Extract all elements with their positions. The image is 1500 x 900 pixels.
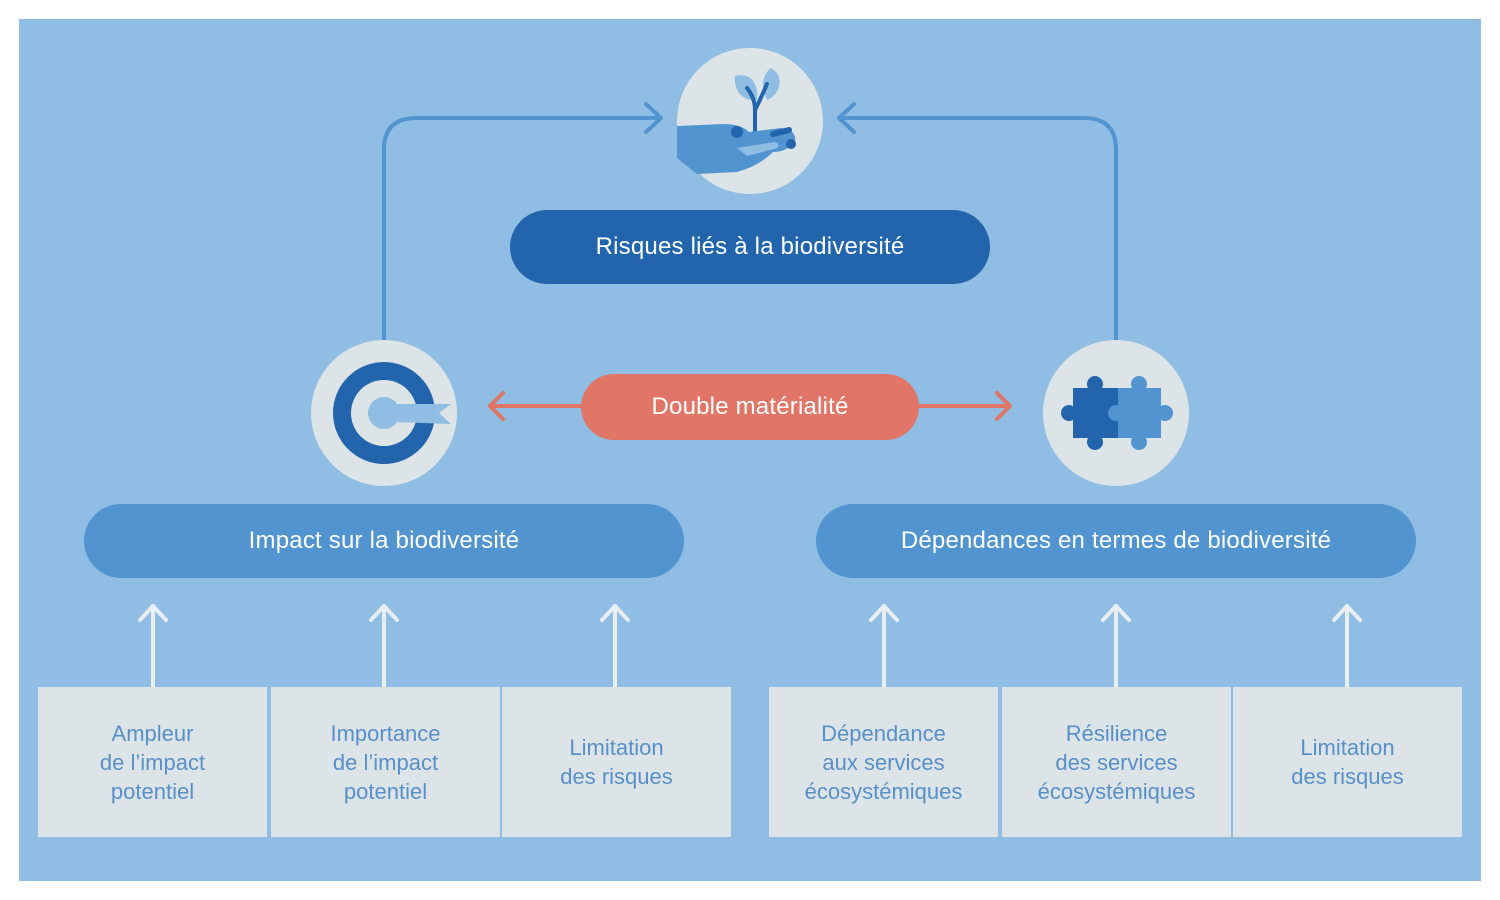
- box-label: Importance de l’impact potentiel: [330, 720, 441, 804]
- box-label: Limitation des risques: [1291, 735, 1404, 789]
- biodiversity-dependencies-label: Dépendances en termes de biodiversité: [900, 527, 1332, 554]
- box-label: Ampleur de l’impact potentiel: [99, 720, 206, 804]
- double-arrow-right-head: [995, 391, 1012, 421]
- box-ecosystem-resilience: Résilience des services écosystémiques: [1002, 687, 1231, 837]
- up-arrow-right-2: [1101, 604, 1131, 689]
- up-arrow-right-1: [869, 604, 899, 689]
- right-to-top-connector: [838, 116, 1118, 347]
- box-ecosystem-dependency: Dépendance aux services écosystémiques: [769, 687, 998, 837]
- box-dependency-risk-mitigation: Limitation des risques: [1233, 687, 1462, 837]
- double-arrow-left-head: [488, 391, 505, 421]
- left-to-top-connector: [382, 116, 662, 347]
- biodiversity-risks-label: Risques liés à la biodiversité: [595, 233, 905, 260]
- box-label: Limitation des risques: [560, 735, 673, 789]
- box-impact-magnitude: Ampleur de l’impact potentiel: [38, 687, 267, 837]
- hand-plant-icon: [677, 48, 823, 194]
- box-impact-risk-mitigation: Limitation des risques: [502, 687, 731, 837]
- puzzle-icon: [1043, 340, 1189, 486]
- right-to-top-arrowhead: [837, 102, 856, 134]
- double-materiality-pill: Double matérialité: [581, 374, 919, 440]
- box-label: Dépendance aux services écosystémiques: [804, 720, 963, 804]
- up-arrow-right-3: [1332, 604, 1362, 689]
- double-materiality-label: Double matérialité: [651, 393, 849, 420]
- biodiversity-dependencies-pill: Dépendances en termes de biodiversité: [816, 504, 1416, 578]
- biodiversity-risks-pill: Risques liés à la biodiversité: [510, 210, 990, 284]
- left-to-top-arrowhead: [644, 102, 663, 134]
- up-arrow-left-2: [369, 604, 399, 689]
- up-arrow-left-1: [138, 604, 168, 689]
- up-arrow-left-3: [600, 604, 630, 689]
- biodiversity-impact-pill: Impact sur la biodiversité: [84, 504, 684, 578]
- box-label: Résilience des services écosystémiques: [1037, 720, 1196, 804]
- biodiversity-impact-label: Impact sur la biodiversité: [248, 527, 520, 554]
- box-impact-importance: Importance de l’impact potentiel: [271, 687, 500, 837]
- target-flag-icon: [311, 340, 457, 486]
